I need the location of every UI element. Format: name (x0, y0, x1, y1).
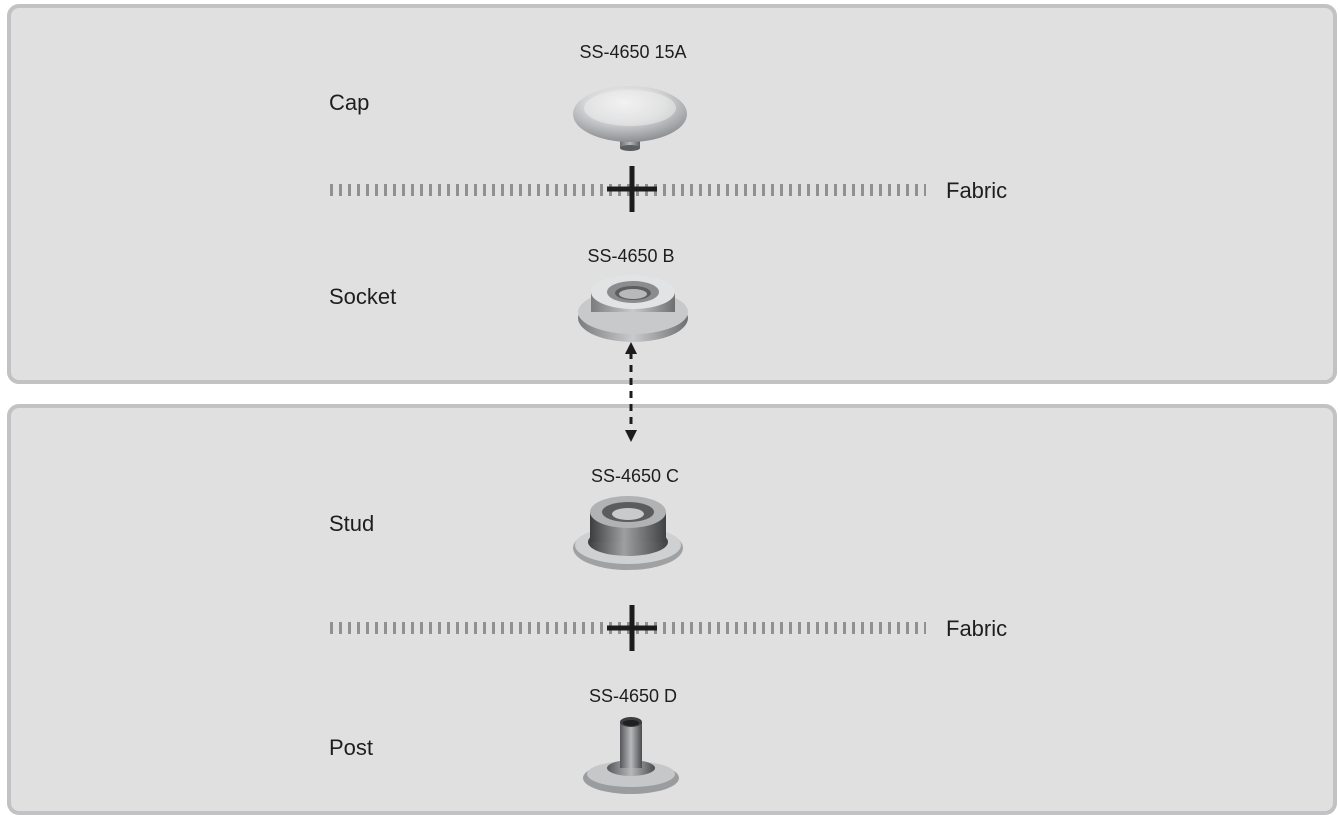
cap-code: SS-4650 15A (579, 42, 687, 62)
fabric-label-bottom: Fabric (946, 616, 1008, 641)
cap-label: Cap (329, 90, 370, 115)
connect-arrow-icon (625, 342, 637, 442)
fabric-label-top: Fabric (946, 178, 1008, 203)
stud-code: SS-4650 C (590, 466, 680, 486)
socket-code: SS-4650 B (587, 246, 675, 266)
cross-marker-top (607, 166, 657, 212)
stud-label: Stud (329, 511, 375, 536)
cap-icon (573, 86, 687, 151)
stud-icon (573, 496, 683, 570)
socket-label: Socket (329, 284, 397, 309)
post-label: Post (329, 735, 374, 760)
cross-marker-bottom (607, 605, 657, 651)
post-code: SS-4650 D (588, 686, 678, 706)
socket-icon (578, 275, 688, 342)
post-icon (583, 717, 679, 794)
